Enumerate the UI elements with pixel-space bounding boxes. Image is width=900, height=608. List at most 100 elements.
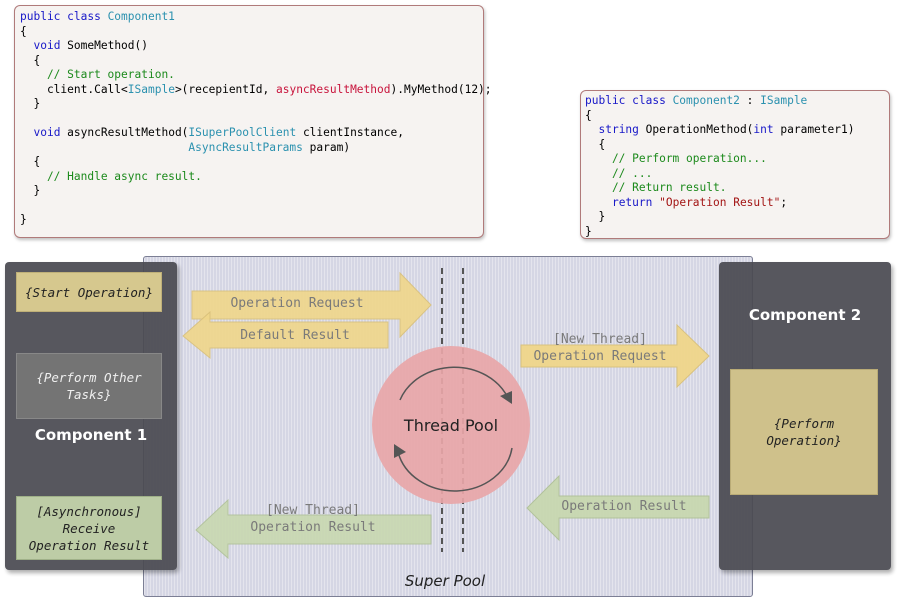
operation-request-label: Operation Request	[230, 296, 364, 311]
component1-code-line: }	[20, 97, 483, 112]
operation-request-arrow	[191, 271, 432, 339]
component1-code-line: {	[20, 25, 483, 40]
component1-code-line: client.Call<ISample>(recepientId, asyncR…	[20, 82, 492, 98]
component1-code-token: Component1	[107, 10, 175, 23]
perform-operation-box: {Perform Operation}	[730, 369, 878, 495]
cycle-arrow-top	[399, 366, 509, 401]
thread-pool-label: Thread Pool	[403, 416, 499, 435]
operation-result-arrow	[526, 474, 710, 542]
new-thread-request-arrow	[520, 323, 710, 389]
component2-code-line: return "Operation Result";	[585, 196, 889, 211]
component2-code-line: {	[585, 109, 889, 124]
component2-code-token: // ...	[585, 166, 653, 180]
component1-code-line: // Handle async result.	[20, 170, 483, 185]
start-operation-box: {Start Operation}	[16, 272, 162, 312]
perform-other-tasks-box: {Perform Other Tasks}	[16, 353, 162, 419]
component2-code-panel: public class Component2 : ISample{ strin…	[580, 90, 890, 239]
component1-code-token: ISuperPoolClient	[188, 126, 297, 139]
component1-code-line: void asyncResultMethod(ISuperPoolClient …	[20, 126, 483, 141]
component2-code-token: // Return result.	[585, 181, 727, 194]
component2-code-token: }	[585, 224, 592, 238]
thread-pool-circle	[372, 346, 530, 504]
component2-code-token: "Operation Result"	[659, 195, 781, 209]
component1-code-token: AsyncResultParams	[188, 140, 303, 154]
component1-code-token: void	[33, 39, 61, 52]
component1-code-token: // Handle async result.	[20, 169, 202, 183]
component1-code-token: SomeMethod()	[60, 39, 148, 52]
component1-code-token: param)	[302, 140, 351, 154]
new-thread-result-label-1: [New Thread]	[266, 503, 360, 518]
cycle-arrowhead-bottom	[394, 444, 406, 458]
receive-result-box: [Asynchronous] Receive Operation Result	[16, 496, 162, 560]
component1-code-token: }	[20, 213, 27, 226]
component1-code-token: {	[20, 24, 27, 38]
receive-line-1: [Asynchronous]	[36, 503, 142, 519]
receive-line-3: Operation Result	[28, 537, 150, 553]
component1-title: Component 1	[34, 426, 148, 444]
component1-code-token: {	[20, 155, 41, 168]
component2-code-token: int	[753, 123, 774, 136]
component1-code-line: {	[20, 54, 483, 69]
operation-result-label: Operation Result	[561, 499, 687, 514]
component2-code-token: ;	[780, 195, 788, 209]
perform-other-line-1: {Perform Other	[36, 370, 142, 385]
new-thread-result-label-2: Operation Result	[250, 520, 376, 535]
component2-code-token: return	[611, 195, 653, 209]
perform-line-2: Operation}	[766, 433, 842, 448]
component2-code-token: string	[598, 123, 639, 136]
component2-code-token: }	[585, 210, 606, 223]
receive-line-2: Receive	[62, 520, 116, 536]
cycle-arrow-bottom	[397, 447, 513, 492]
component2-code-token: Component2	[672, 94, 740, 107]
component2-title: Component 2	[748, 306, 862, 324]
component2-code-line: // Perform operation...	[585, 152, 889, 167]
component1-code-line: // Start operation.	[20, 68, 483, 83]
component2-code-token: {	[585, 108, 592, 122]
component1-code-token: void	[33, 126, 61, 139]
component2-code-token: public class	[585, 94, 673, 107]
component1-code-token: {	[20, 53, 41, 67]
component1-code-panel: public class Component1{ void SomeMethod…	[14, 5, 492, 238]
component1-code-line: void SomeMethod()	[20, 39, 483, 54]
component2-code-token: {	[585, 137, 606, 151]
component2-code-token: :	[739, 94, 761, 107]
component2-code-line: }	[585, 210, 889, 225]
new-thread-result-arrow	[195, 498, 432, 560]
component1-code-token: asyncResultMethod(	[60, 126, 189, 139]
perform-line-1: {Perform	[773, 416, 835, 431]
component1-code-token: >(recepientId,	[174, 82, 276, 96]
component1-code-line: AsyncResultParams param)	[20, 141, 483, 156]
component2-code-line: // Return result.	[585, 181, 889, 196]
component1-code-token: // Start operation.	[20, 68, 175, 81]
component1-code-token: ISample	[127, 82, 175, 96]
component2-code-line: }	[585, 225, 889, 240]
component1-code-token: ).MyMethod(12);	[390, 82, 492, 96]
new-thread-request-label-1: [New Thread]	[553, 332, 647, 347]
component2-code-line: // ...	[585, 167, 889, 182]
default-result-arrow	[182, 310, 389, 360]
component2-code-line: public class Component2 : ISample	[585, 94, 889, 109]
component1-code-line: }	[20, 184, 483, 199]
component2-code-token: ISample	[760, 94, 808, 107]
component1-code-token: }	[20, 184, 41, 197]
perform-other-line-2: Tasks}	[66, 387, 112, 402]
component2-code-line: {	[585, 138, 889, 153]
new-thread-request-label-2: Operation Request	[533, 349, 667, 364]
start-operation-label: {Start Operation}	[25, 284, 153, 300]
component1-code-line: public class Component1	[20, 10, 483, 25]
super-pool-label: Super Pool	[404, 572, 486, 590]
component2-code-line: string OperationMethod(int parameter1)	[585, 123, 889, 138]
component2-code-token: // Perform operation...	[585, 152, 767, 165]
component1-code-token: }	[20, 97, 41, 110]
component1-code-line: }	[20, 213, 483, 228]
component1-code-token: clientInstance,	[296, 126, 404, 139]
component1-code-line: {	[20, 155, 483, 170]
component2-code-token: parameter1)	[773, 123, 855, 136]
component1-code-token: asyncResultMethod	[275, 82, 391, 96]
cycle-arrowhead-top	[500, 391, 512, 404]
component1-code-token: client.Call<	[20, 82, 128, 96]
component1-code-token: public class	[20, 10, 108, 23]
default-result-label: Default Result	[240, 328, 350, 343]
